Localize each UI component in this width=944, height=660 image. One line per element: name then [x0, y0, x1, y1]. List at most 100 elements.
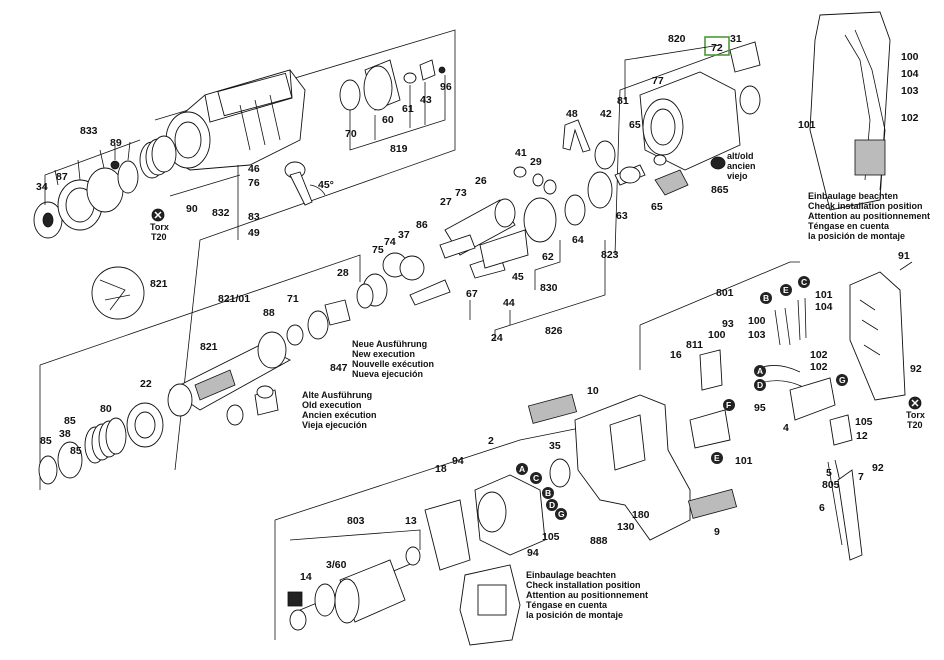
marker-C-top: C: [798, 276, 810, 288]
leader-lines-middle: [469, 240, 606, 340]
note-new-exec-4: Nueva ejecución: [352, 369, 423, 379]
label-105: 105: [855, 416, 873, 428]
svg-text:A: A: [519, 464, 525, 474]
svg-text:E: E: [714, 453, 720, 463]
label-35: 35: [549, 440, 561, 452]
label-94-top: 94: [452, 455, 464, 467]
label-45-degrees: 45°: [318, 179, 334, 191]
marker-E: E: [711, 452, 723, 464]
label-76: 76: [248, 177, 260, 189]
spindle-assembly: [167, 299, 351, 417]
marker-D-lower: D: [546, 499, 558, 511]
label-87: 87: [56, 171, 68, 183]
torx-label-right-2: T20: [907, 420, 923, 430]
label-46: 46: [248, 163, 260, 175]
note-install-bottom-1: Einbaulage beachten: [526, 570, 616, 580]
note-install-top-1: Einbaulage beachten: [808, 191, 898, 201]
highlight-box-72: [704, 36, 730, 56]
svg-text:B: B: [545, 488, 551, 498]
label-27: 27: [440, 196, 452, 208]
svg-text:D: D: [549, 500, 555, 510]
impact-mechanism-parts: [356, 166, 641, 309]
label-102-inset: 102: [901, 112, 919, 124]
label-71: 71: [287, 293, 299, 305]
label-96: 96: [440, 81, 452, 93]
label-101: 101: [815, 289, 833, 301]
label-63: 63: [616, 210, 628, 222]
note-install-bottom-3: Attention au positionnement: [526, 590, 648, 600]
label-85: 85: [40, 435, 52, 447]
label-821: 821: [200, 341, 218, 353]
note-alt-old-3: viejo: [727, 171, 748, 181]
label-80: 80: [100, 403, 112, 415]
note-new-exec-2: New execution: [352, 349, 415, 359]
label-94-bottom: 94: [527, 547, 539, 559]
label-90: 90: [186, 203, 198, 215]
label-102-a: 102: [810, 349, 828, 361]
note-new-exec-3: Nouvelle exécution: [352, 359, 434, 369]
handle-wiring-inset-top: [809, 11, 891, 211]
label-7: 7: [858, 471, 864, 483]
svg-text:C: C: [533, 473, 539, 483]
marker-D: D: [754, 379, 766, 391]
label-101-lower: 101: [735, 455, 753, 467]
label-2: 2: [488, 435, 494, 447]
old-execution-parts: [226, 385, 279, 426]
label-26: 26: [475, 175, 487, 187]
note-install-top-3: Attention au positionnement: [808, 211, 930, 221]
label-38: 38: [59, 428, 71, 440]
svg-text:A: A: [757, 366, 763, 376]
torx-label-left-1: Torx: [150, 222, 169, 232]
label-91: 91: [898, 250, 910, 262]
label-4: 4: [783, 422, 789, 434]
note-old-exec-1: Alte Ausführung: [302, 390, 372, 400]
label-92-a: 92: [910, 363, 922, 375]
label-31: 31: [730, 33, 742, 45]
marker-G: G: [836, 374, 848, 386]
selector-switch: [284, 161, 326, 206]
label-44: 44: [503, 297, 515, 309]
label-83: 83: [248, 211, 260, 223]
label-823: 823: [601, 249, 619, 261]
label-803: 803: [347, 515, 365, 527]
motor-housing: [527, 393, 738, 541]
label-28: 28: [337, 267, 349, 279]
label-821-01: 821/01: [218, 293, 250, 305]
label-22: 22: [140, 378, 152, 390]
marker-B-top: B: [760, 292, 772, 304]
marker-B-lower: B: [542, 487, 554, 499]
label-93: 93: [722, 318, 734, 330]
marker-A-lower: A: [516, 463, 528, 475]
label-64: 64: [572, 234, 584, 246]
label-105-lower: 105: [542, 531, 560, 543]
label-62: 62: [542, 251, 554, 263]
label-100-mid: 100: [708, 329, 726, 341]
label-89: 89: [110, 137, 122, 149]
detail-inset-821: [91, 266, 145, 320]
note-new-exec-1: Neue Ausführung: [352, 339, 427, 349]
label-888: 888: [590, 535, 608, 547]
label-180: 180: [632, 509, 650, 521]
leader-lines-top-left: [44, 139, 241, 240]
label-75: 75: [372, 244, 384, 256]
label-34: 34: [36, 181, 48, 193]
label-92-b: 92: [872, 462, 884, 474]
leader-lines-819: [349, 75, 446, 151]
label-49: 49: [248, 227, 260, 239]
torx-icon: [908, 396, 922, 410]
label-29: 29: [530, 156, 542, 168]
label-24: 24: [491, 332, 503, 344]
leader-803: [289, 529, 421, 550]
marker-E-top: E: [780, 284, 792, 296]
label-12: 12: [856, 430, 868, 442]
marker-A: A: [754, 365, 766, 377]
label-95: 95: [754, 402, 766, 414]
marker-F: F: [723, 399, 735, 411]
note-alt-old-1: alt/old: [727, 151, 754, 161]
torx-label-left-2: T20: [151, 232, 167, 242]
label-830: 830: [540, 282, 558, 294]
label-819: 819: [390, 143, 408, 155]
note-install-top-4: Téngase en cuenta: [808, 221, 890, 231]
svg-text:G: G: [839, 375, 846, 385]
